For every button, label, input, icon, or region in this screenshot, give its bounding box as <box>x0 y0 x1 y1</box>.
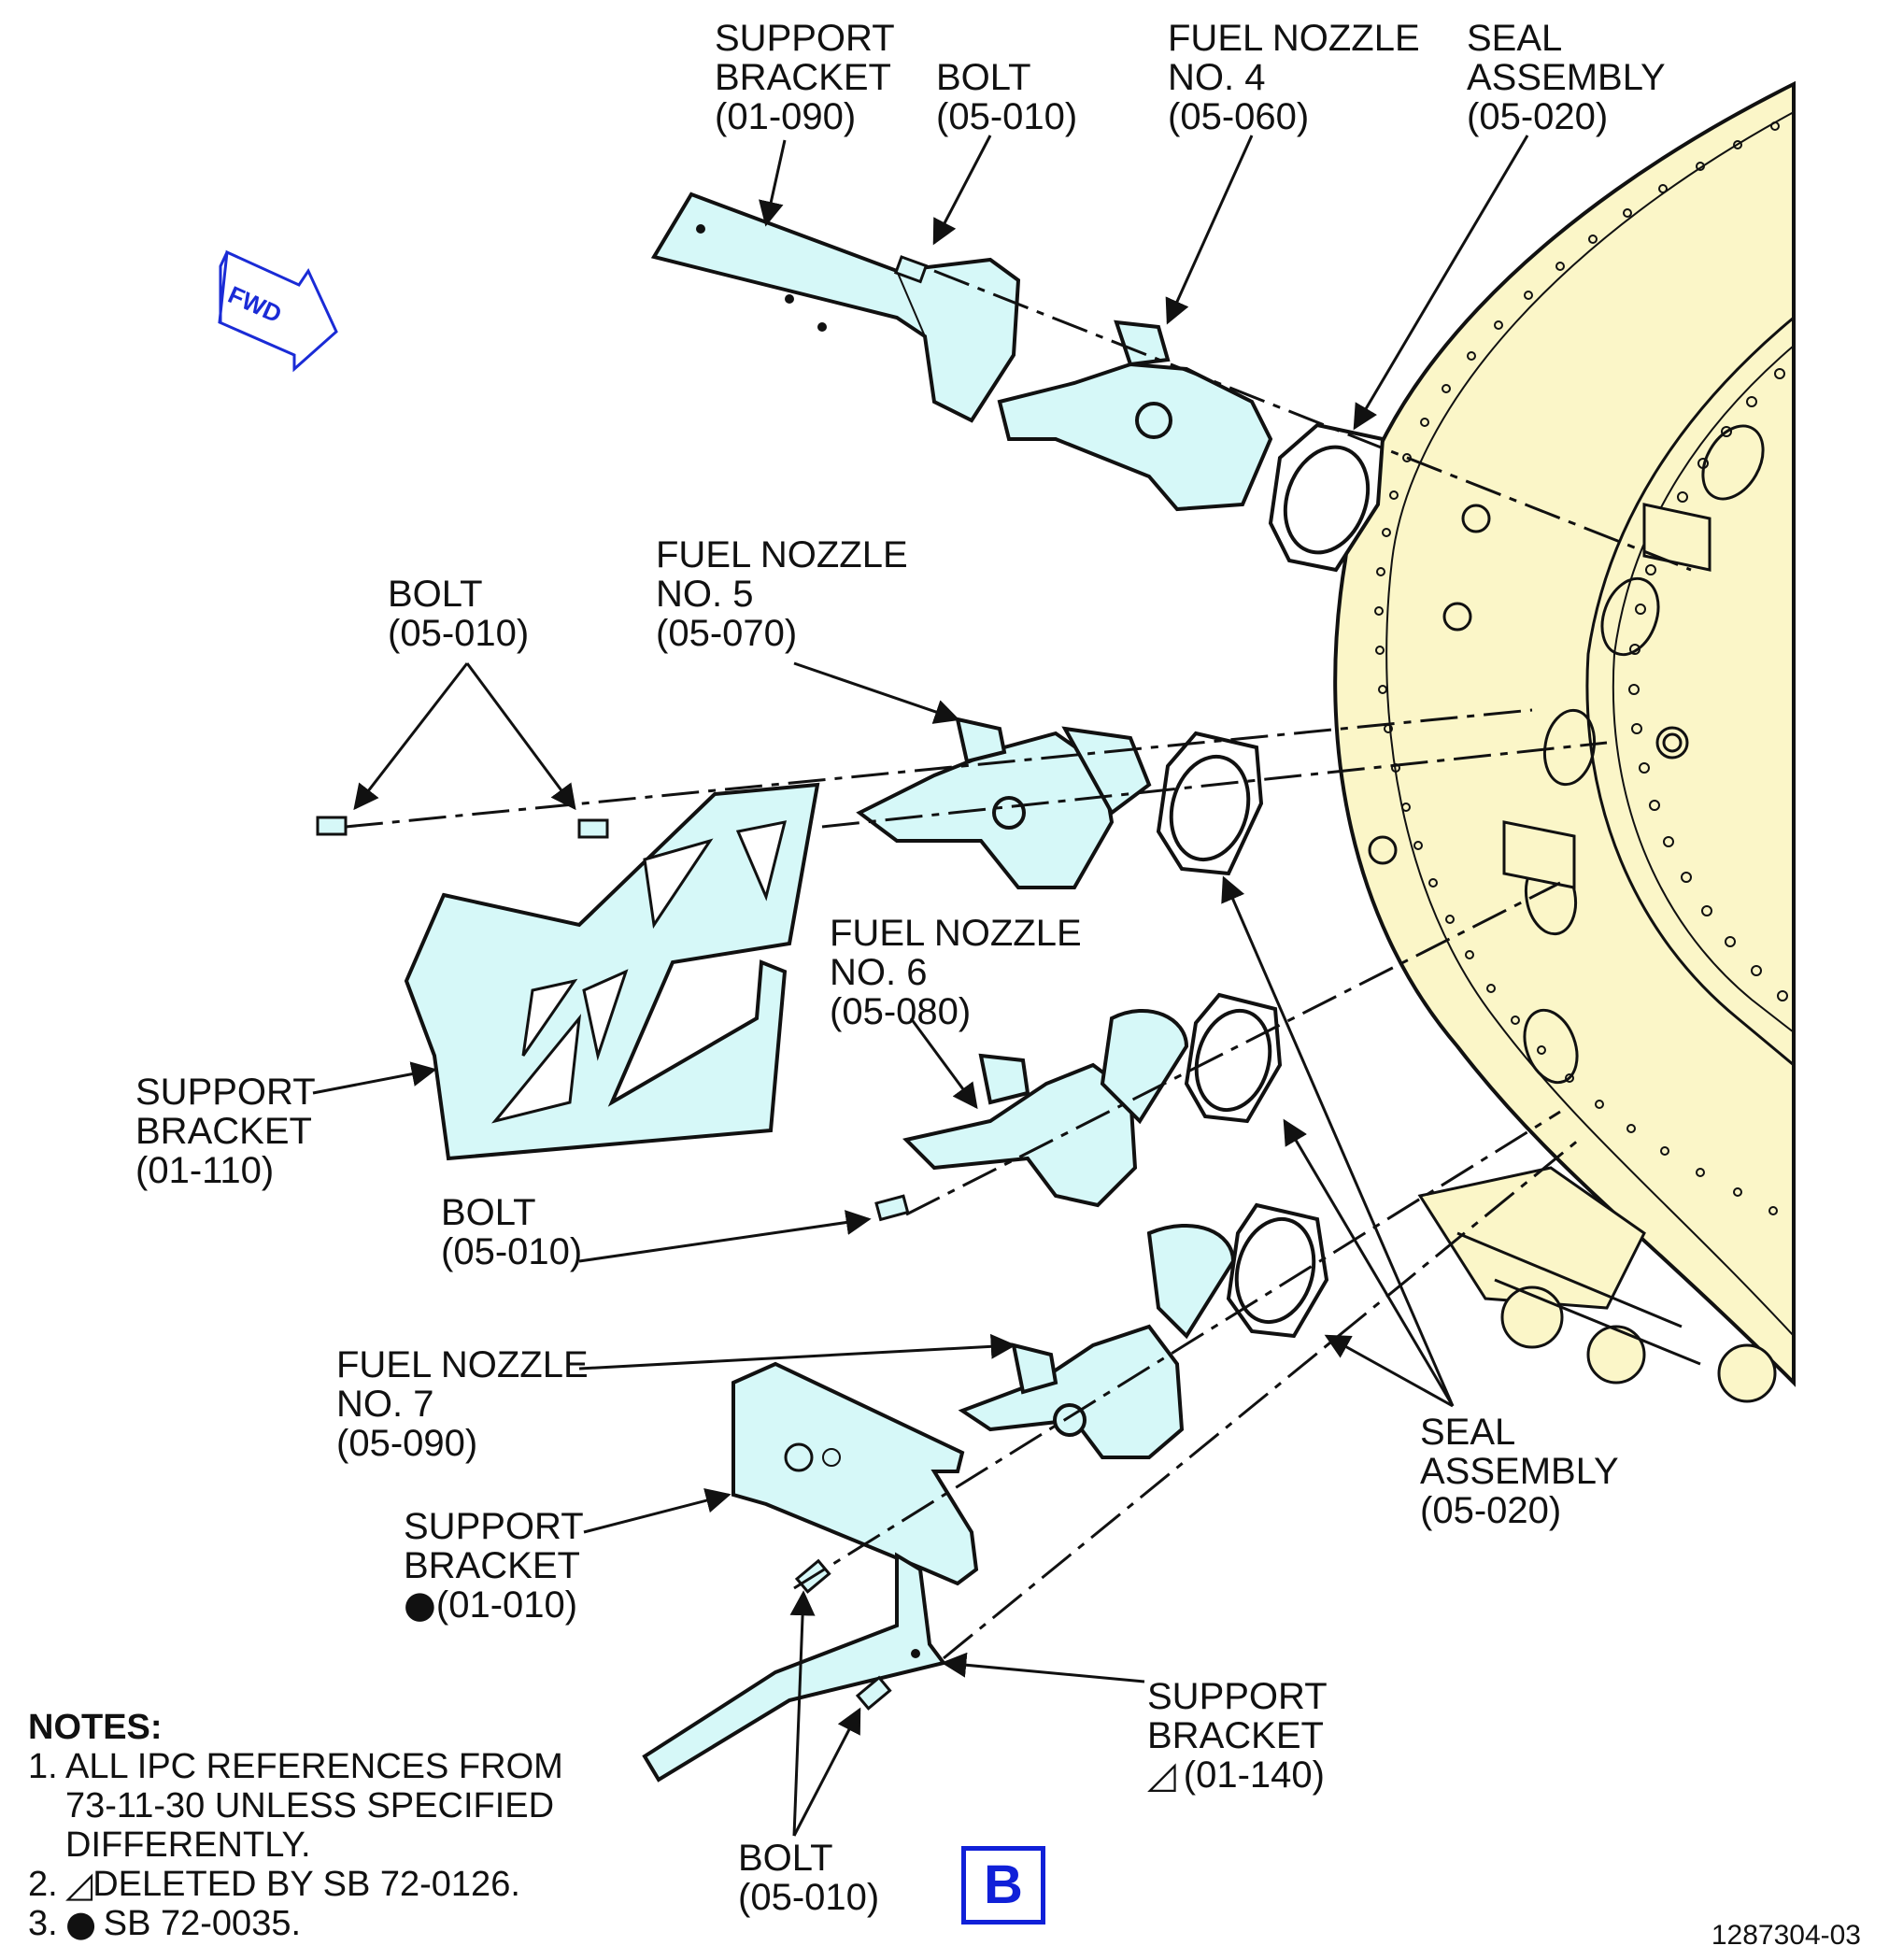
support-bracket-01-140-part <box>642 1552 947 1782</box>
fuel-nozzle-no-7-part <box>958 1224 1236 1459</box>
alignment-lines <box>345 269 1692 1660</box>
fwd-arrow-icon <box>218 249 338 373</box>
support-bracket-01-010-part <box>731 1361 979 1586</box>
fuel-nozzle-no-6-part <box>902 1008 1189 1208</box>
label-bolt-left: BOLT(05-010) <box>388 574 530 654</box>
note-1: 1.ALL IPC REFERENCES FROM 73-11-30 UNLES… <box>28 1747 563 1865</box>
seal-assembly-7-part <box>1226 1202 1329 1339</box>
seal-assembly-5-part <box>1156 731 1264 876</box>
label-bolt-bottom: BOLT(05-010) <box>738 1838 880 1918</box>
notes-title: NOTES: <box>28 1708 163 1747</box>
fuel-nozzle-no-5-part <box>856 717 1152 889</box>
fuel-nozzle-no-4-part <box>997 320 1273 512</box>
support-bracket-01-090-part <box>650 192 1021 423</box>
note-3: 3.● SB 72-0035. <box>28 1903 302 1944</box>
notes-block: NOTES: 1.ALL IPC REFERENCES FROM 73-11-3… <box>28 1708 627 1943</box>
seal-assembly-6-part <box>1184 992 1283 1124</box>
leader-lines <box>312 135 1529 1837</box>
figure-id: 1287304-03 <box>1711 1920 1861 1951</box>
seal-assembly-top-part <box>1268 422 1385 573</box>
view-label-box: B <box>961 1846 1045 1924</box>
label-bolt-middle: BOLT(05-010) <box>441 1192 583 1272</box>
note-2: 2.◿DELETED BY SB 72-0126. <box>28 1864 520 1905</box>
support-bracket-01-110-part <box>404 782 820 1161</box>
engine-combustor-case <box>1333 80 1796 1403</box>
label-bolt-top: BOLT(05-010) <box>936 57 1078 137</box>
